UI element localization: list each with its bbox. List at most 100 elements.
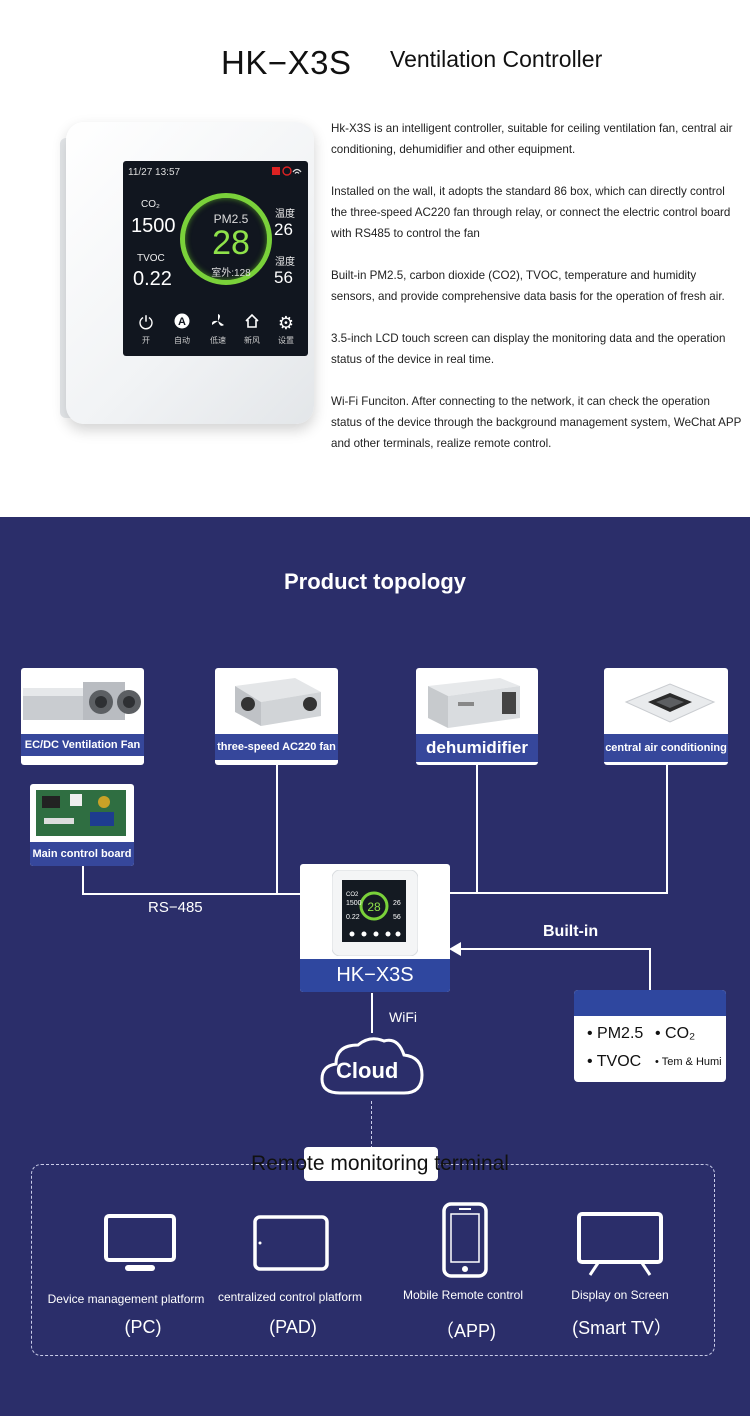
connector-line	[82, 865, 84, 895]
ac220-fan-image	[235, 678, 321, 726]
svg-text:0.22: 0.22	[346, 914, 360, 921]
topology-section: Product topology EC/DC Ventilation Fan t…	[0, 517, 750, 1416]
terminal-code-tv: (Smart TV）	[572, 1318, 672, 1338]
outdoor-value: 室外:128	[211, 268, 251, 279]
svg-text:CO2: CO2	[346, 892, 359, 898]
sensor-co2: • CO₂	[655, 1025, 696, 1042]
auto-button[interactable]: A 自动	[167, 313, 197, 346]
sensor-tvoc: • TVOC	[587, 1053, 642, 1070]
ventilation-fan-image	[23, 682, 141, 720]
fan-speed-button[interactable]: 低速	[203, 313, 233, 346]
topology-title: Product topology	[283, 569, 467, 594]
control-board-image	[36, 790, 126, 836]
connector-line	[476, 763, 478, 894]
central-ac-image	[624, 683, 716, 723]
terminal-code-app: （APP)	[435, 1321, 496, 1341]
screen-button-bar: ⏻开 A 自动 低速 新风 ⚙设置	[123, 309, 308, 356]
product-intro-section: HK−X3S Ventilation Controller 11/27 13:5…	[0, 0, 750, 517]
remote-title: Remote monitoring terminal	[251, 1152, 509, 1175]
controller-card: 28 CO2 1500 0.22 26 56 HK−X3S	[300, 864, 450, 992]
device-card-ac220-fan: three-speed AC220 fan	[215, 668, 338, 765]
svg-text:56: 56	[393, 914, 401, 921]
description-paragraph-1: Hk-X3S is an intelligent controller, sui…	[331, 122, 733, 156]
device-label-main-board: Main control board	[30, 842, 134, 866]
model-title: HK−X3S	[221, 44, 352, 81]
product-subtitle: Ventilation Controller	[390, 46, 603, 72]
tablet-icon	[253, 1215, 329, 1271]
dehumidifier-image	[428, 678, 520, 728]
auto-label: 自动	[174, 336, 190, 345]
svg-text:A: A	[178, 316, 186, 328]
description-paragraph-4: 3.5-inch LCD touch screen can display th…	[331, 332, 726, 366]
temp-value: 26	[274, 220, 293, 239]
sensor-box-header	[574, 990, 726, 1016]
device-card-ventilation-fan: EC/DC Ventilation Fan	[21, 668, 144, 765]
mobile-phone-icon	[442, 1202, 488, 1278]
arrow-left-icon	[449, 942, 461, 956]
wifi-label: WiFi	[389, 1009, 417, 1025]
connector-line	[666, 763, 668, 894]
terminal-code-pad: (PAD)	[269, 1317, 317, 1337]
settings-button[interactable]: ⚙设置	[271, 313, 301, 346]
home-icon	[245, 313, 259, 328]
fan-icon	[211, 314, 224, 326]
terminal-name-pc: Device management platform	[47, 1292, 205, 1306]
description-paragraph-2: Installed on the wall, it adopts the sta…	[331, 185, 731, 240]
remote-title-plate	[304, 1147, 438, 1181]
device-screen: 11/27 13:57 CO₂ 1500 TVOC 0.22 PM2.5 28 …	[123, 161, 308, 356]
device-card-central-ac: central air conditioning	[604, 668, 728, 765]
pm25-label: PM2.5	[213, 212, 249, 226]
temp-label: 温度	[275, 209, 295, 220]
dashed-connector	[371, 1101, 372, 1149]
builtin-arrow-line	[460, 948, 650, 950]
cloud-label: Cloud	[336, 1058, 399, 1083]
pm25-ring-gauge: PM2.5 28 室外:128	[180, 193, 272, 285]
sensor-tem-humi: • Tem & Humi	[655, 1056, 722, 1068]
controller-image: 28 CO2 1500 0.22 26 56	[332, 870, 418, 956]
svg-text:1500: 1500	[346, 900, 362, 907]
terminal-code-pc: (PC)	[124, 1317, 162, 1337]
fresh-air-button[interactable]: 新风	[237, 313, 267, 346]
power-button[interactable]: ⏻开	[131, 313, 161, 346]
terminal-name-tv: Display on Screen	[571, 1288, 669, 1302]
controller-label: HK−X3S	[300, 959, 450, 992]
connector-line	[448, 892, 668, 894]
connector-line	[649, 948, 651, 990]
svg-text:28: 28	[367, 900, 381, 914]
connector-line	[82, 893, 302, 895]
settings-label: 设置	[278, 336, 294, 345]
builtin-sensors-box: • PM2.5 • CO₂ • TVOC • Tem & Humi	[574, 990, 726, 1082]
fresh-air-label: 新风	[244, 336, 260, 345]
sensor-pm25: • PM2.5	[587, 1025, 644, 1042]
connector-line	[276, 763, 278, 894]
tvoc-value: 0.22	[133, 268, 172, 290]
device-label-dehumidifier: dehumidifier	[416, 734, 538, 762]
pc-monitor-icon	[104, 1214, 176, 1271]
fan-speed-label: 低速	[210, 336, 226, 345]
connector-line	[371, 993, 373, 1033]
rs485-label: RS−485	[148, 899, 203, 916]
screen-time: 11/27 13:57	[128, 167, 181, 178]
device-label-ventilation-fan: EC/DC Ventilation Fan	[21, 734, 144, 756]
auto-icon: A	[174, 313, 190, 329]
builtin-label: Built-in	[543, 923, 599, 940]
device-label-central-ac: central air conditioning	[604, 734, 728, 762]
cloud-icon	[320, 1037, 424, 1095]
device-card-dehumidifier: dehumidifier	[416, 668, 538, 765]
terminal-name-pad: centralized control platform	[217, 1290, 363, 1304]
power-label: 开	[142, 336, 150, 345]
svg-text:26: 26	[393, 900, 401, 907]
description-paragraph-5: Wi-Fi Funciton. After connecting to the …	[331, 395, 742, 450]
co2-value: 1500	[131, 215, 176, 237]
humi-value: 56	[274, 268, 293, 287]
humi-label: 湿度	[275, 257, 295, 268]
pm25-value: 28	[212, 224, 250, 262]
device-label-ac220-fan: three-speed AC220 fan	[215, 734, 338, 760]
smart-tv-icon	[577, 1212, 663, 1276]
wifi-icon	[272, 166, 302, 178]
co2-label: CO₂	[141, 199, 160, 210]
terminal-name-app: Mobile Remote control	[402, 1288, 524, 1302]
description-paragraph-3: Built-in PM2.5, carbon dioxide (CO2), TV…	[331, 269, 725, 303]
device-card-main-board: Main control board	[30, 784, 134, 866]
tvoc-label: TVOC	[137, 253, 165, 264]
